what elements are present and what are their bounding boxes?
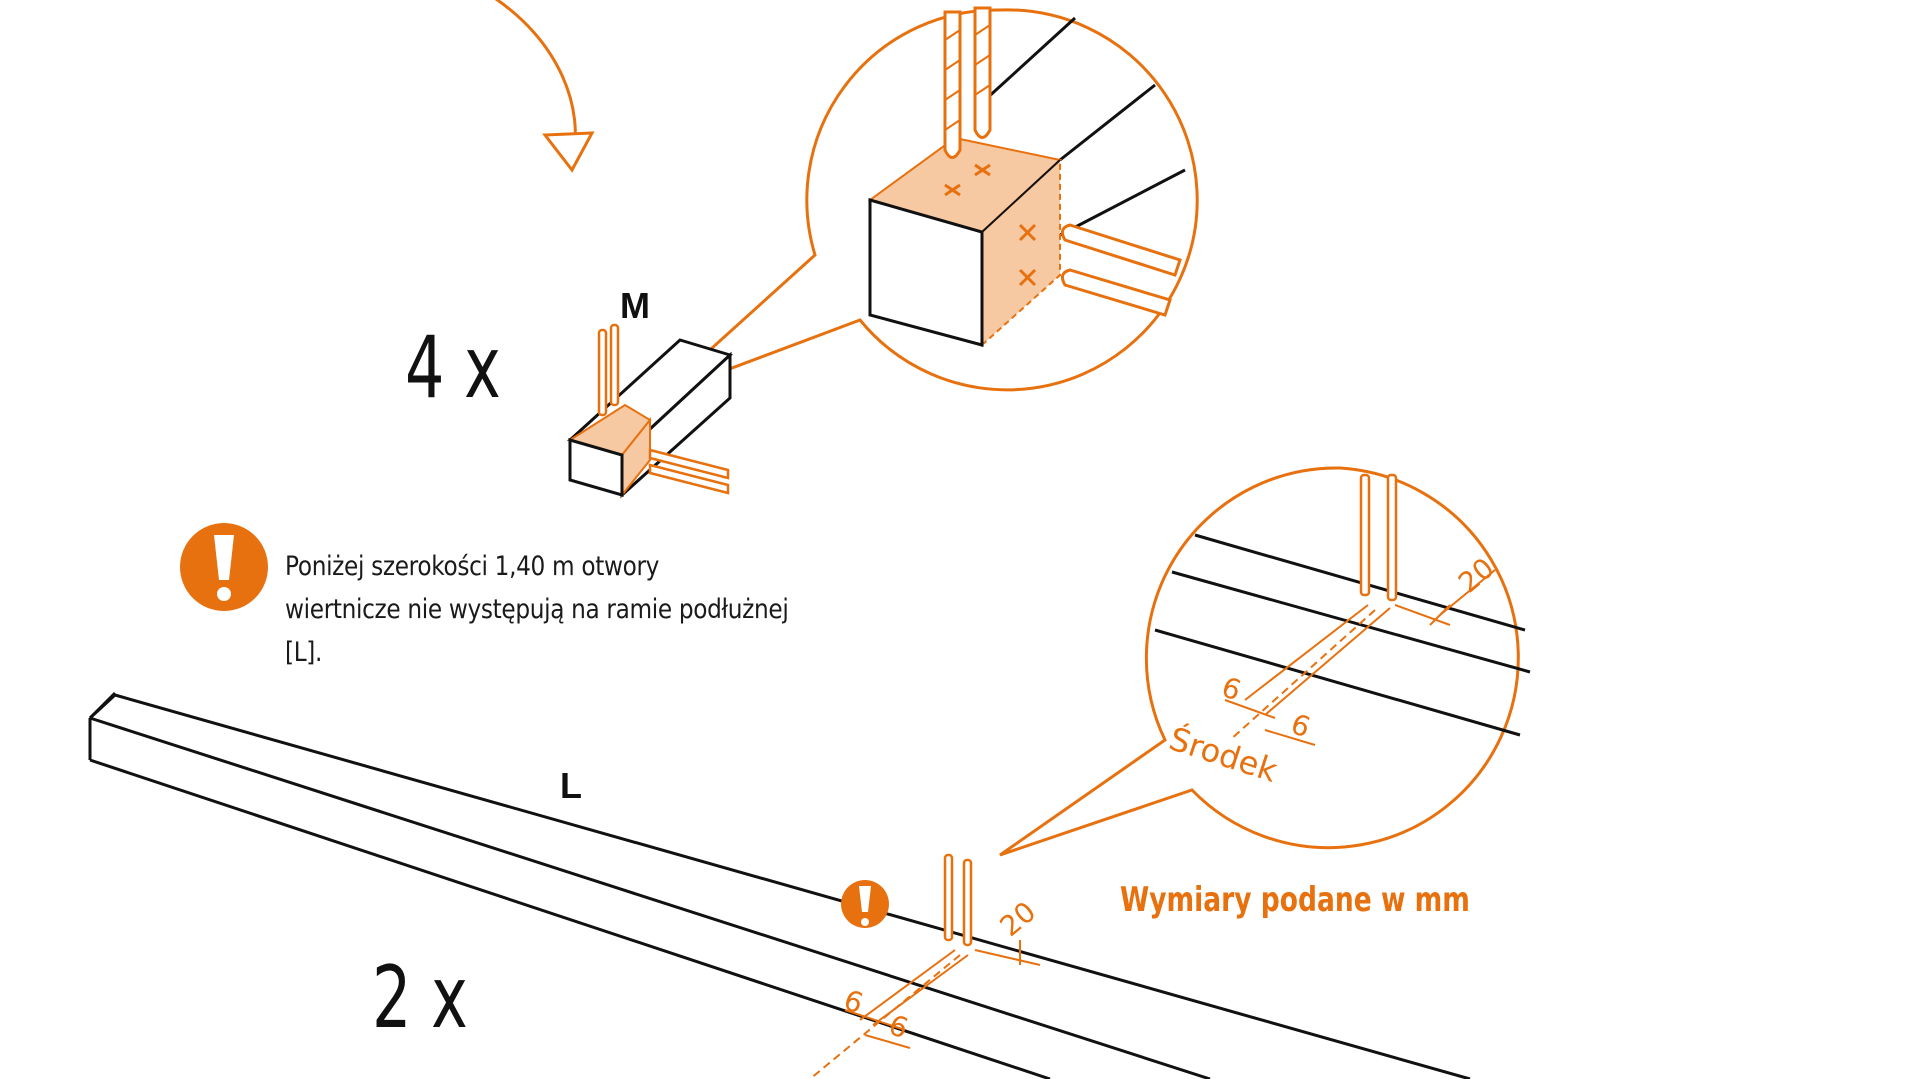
warning-note-line-1: Poniżej szerokości 1,40 m otwory	[285, 551, 660, 582]
warning-note: Poniżej szerokości 1,40 m otwory wiertni…	[285, 545, 818, 674]
detail-callout-l	[999, 466, 1531, 857]
quantity-l: 2 x	[372, 948, 468, 1048]
units-note: Wymiary podane w mm	[1120, 880, 1470, 920]
small-warning-icon	[841, 880, 889, 928]
quantity-m: 4 x	[405, 318, 501, 418]
beam-l-dim-20: 20	[994, 895, 1043, 943]
beam-m	[567, 323, 733, 499]
beam-l-drills	[943, 853, 973, 947]
beam-l-dim-6a: 6	[839, 983, 867, 1020]
part-label-m: M	[620, 285, 650, 326]
flow-arrow	[494, 0, 595, 173]
warning-icon	[180, 523, 268, 611]
part-label-l: L	[560, 765, 582, 806]
detail-callout-m	[658, 6, 1199, 397]
warning-note-line-2: wiertnicze nie występują na ramie podłuż…	[285, 594, 789, 668]
